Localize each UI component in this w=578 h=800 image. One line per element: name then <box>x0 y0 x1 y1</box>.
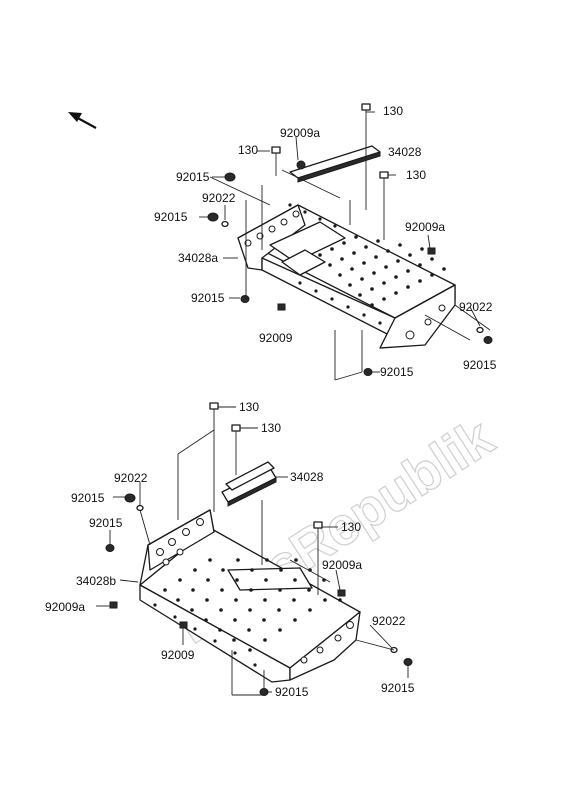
callout-92015: 92015 <box>380 365 414 379</box>
callout-34028a: 34028a <box>178 251 218 265</box>
callout-34028b: 34028b <box>76 574 116 588</box>
callout-130: 130 <box>261 421 281 435</box>
callout-130: 130 <box>238 143 258 157</box>
callout-92022: 92022 <box>372 614 406 628</box>
callout-92015: 92015 <box>463 358 497 372</box>
callout-34028: 34028 <box>388 145 422 159</box>
callout-92009a: 92009a <box>405 220 445 234</box>
callout-92009: 92009 <box>259 331 293 345</box>
callout-92015: 92015 <box>154 210 188 224</box>
callout-92022: 92022 <box>459 300 493 314</box>
callout-92015: 92015 <box>191 291 225 305</box>
callout-92015: 92015 <box>89 516 123 530</box>
callout-92009a: 92009a <box>45 600 85 614</box>
arrow-up-left-icon <box>68 112 97 129</box>
lower-fasteners <box>105 402 413 696</box>
upper-leader-lines <box>199 111 491 381</box>
callout-92009a: 92009a <box>322 558 362 572</box>
callout-92015: 92015 <box>381 681 415 695</box>
callout-92009: 92009 <box>161 648 195 662</box>
callout-130: 130 <box>406 168 426 182</box>
lower-leader-lines <box>96 406 409 696</box>
upper-fasteners <box>207 103 493 376</box>
callout-92015: 92015 <box>71 491 105 505</box>
callout-130: 130 <box>239 400 259 414</box>
callout-130: 130 <box>341 520 361 534</box>
callout-92022: 92022 <box>202 191 236 205</box>
lower-callouts: 130 130 34028 92022 92015 92015 130 9200… <box>45 400 415 699</box>
callout-92015: 92015 <box>176 170 210 184</box>
callout-34028: 34028 <box>290 470 324 484</box>
callout-92022: 92022 <box>114 471 148 485</box>
lower-floor-board <box>139 461 361 683</box>
upper-floor-board <box>237 145 456 349</box>
callout-130: 130 <box>383 104 403 118</box>
callout-92009a: 92009a <box>280 126 320 140</box>
upper-callouts: 130 92009a 34028 130 92015 130 92022 920… <box>154 104 497 379</box>
callout-92015: 92015 <box>275 685 309 699</box>
